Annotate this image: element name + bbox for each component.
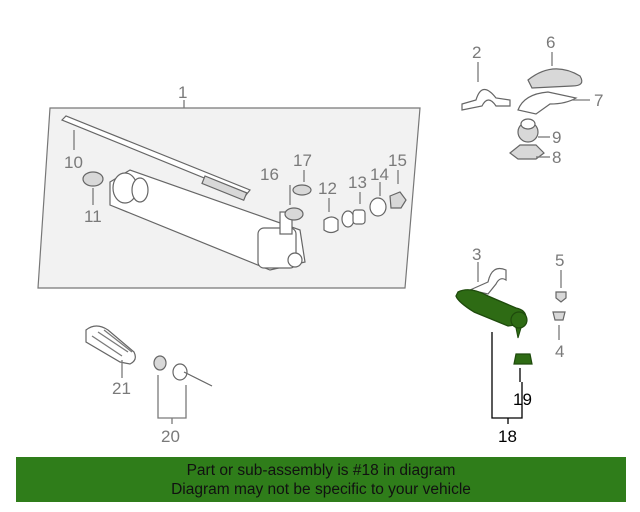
callout-1: 1 bbox=[178, 83, 187, 102]
seal-16 bbox=[284, 207, 304, 221]
steering-rack-frame bbox=[37, 107, 421, 289]
nut-5 bbox=[555, 291, 567, 303]
bracket-3 bbox=[468, 267, 507, 295]
tie-rod-end-highlighted bbox=[455, 289, 528, 339]
bracket-2 bbox=[461, 88, 511, 111]
callout-3: 3 bbox=[472, 245, 481, 264]
callout-21: 21 bbox=[112, 379, 131, 398]
steering-rack-housing bbox=[109, 169, 306, 271]
banner-line-1: Part or sub-assembly is #18 in diagram bbox=[186, 462, 456, 479]
callout-14: 14 bbox=[370, 165, 389, 184]
inner-tie-rod-20 bbox=[153, 355, 213, 387]
callout-7: 7 bbox=[594, 91, 603, 110]
leader-lines bbox=[73, 52, 590, 424]
callout-6: 6 bbox=[546, 33, 555, 52]
callout-20: 20 bbox=[161, 427, 180, 446]
seal-17 bbox=[292, 184, 312, 196]
small-parts-12-15 bbox=[323, 191, 407, 234]
callout-15: 15 bbox=[388, 151, 407, 170]
callout-8: 8 bbox=[552, 148, 561, 167]
parts-diagram: 1 2 3 4 5 6 7 8 9 10 11 12 13 14 15 16 1… bbox=[37, 33, 603, 446]
callout-5: 5 bbox=[555, 251, 564, 270]
nut-4 bbox=[552, 311, 566, 321]
callout-13: 13 bbox=[348, 173, 367, 192]
banner-line-2: Diagram may not be specific to your vehi… bbox=[171, 481, 471, 498]
callout-9: 9 bbox=[552, 128, 561, 147]
callout-11: 11 bbox=[84, 207, 102, 226]
callout-19: 19 bbox=[513, 390, 532, 409]
callout-18: 18 bbox=[498, 427, 517, 446]
callout-labels: 1 2 3 4 5 6 7 8 9 10 11 12 13 14 15 16 1… bbox=[64, 33, 603, 446]
callout-17: 17 bbox=[293, 151, 312, 170]
callout-12: 12 bbox=[318, 179, 337, 198]
callout-10: 10 bbox=[64, 153, 83, 172]
callout-16: 16 bbox=[260, 165, 279, 184]
rack-boot-21 bbox=[85, 325, 136, 365]
rack-bar bbox=[60, 115, 251, 202]
mount-bushing bbox=[82, 171, 104, 187]
info-banner: Part or sub-assembly is #18 in diagram D… bbox=[16, 457, 626, 502]
mount-stack bbox=[509, 68, 583, 160]
callout-2: 2 bbox=[472, 43, 481, 62]
dust-boot-19 bbox=[513, 353, 533, 365]
callout-4: 4 bbox=[555, 342, 564, 361]
